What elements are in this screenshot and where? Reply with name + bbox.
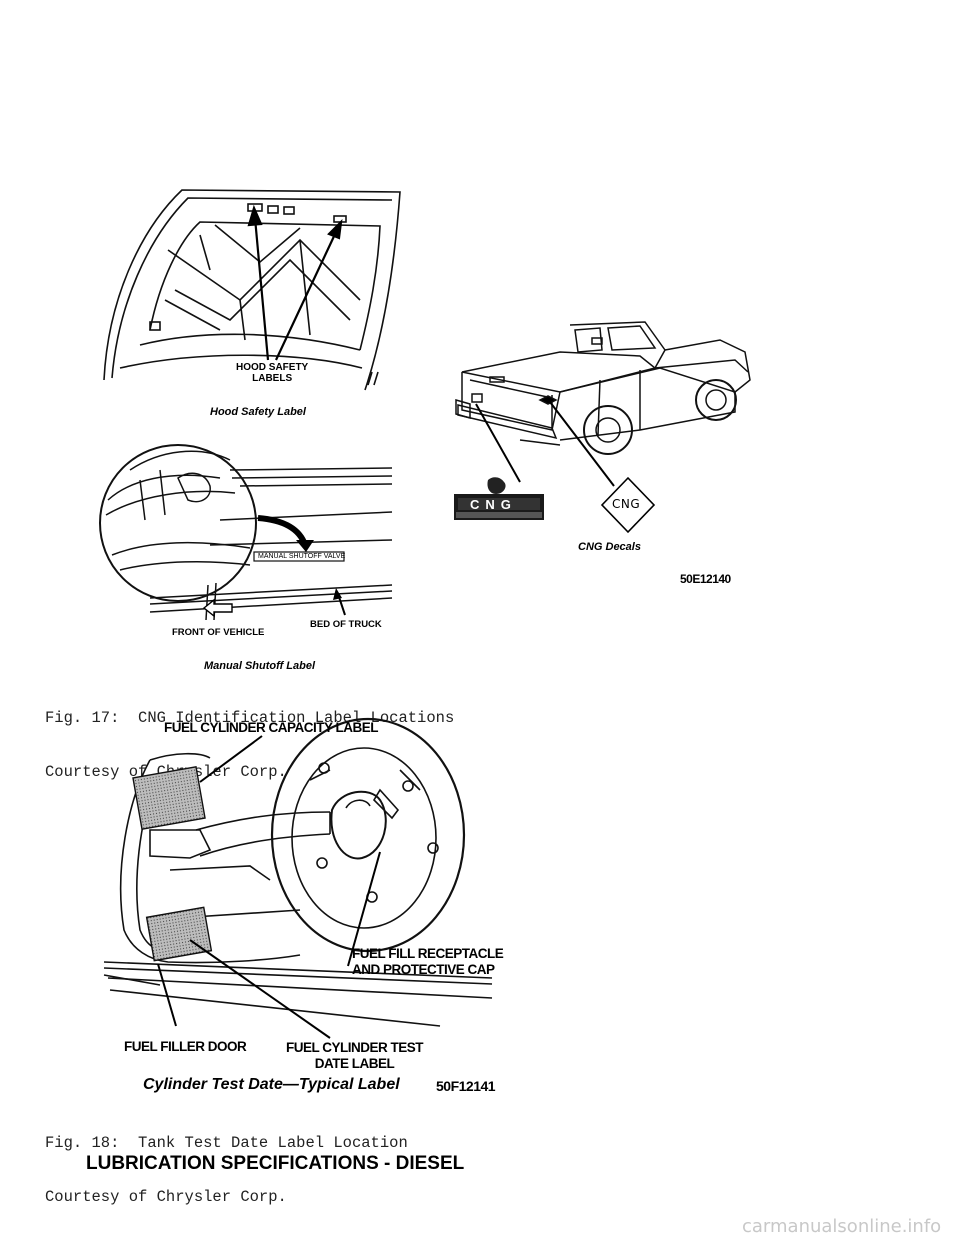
manual-shutoff-title: Manual Shutoff Label bbox=[204, 660, 316, 672]
fuel-cylinder-test-date-label: FUEL CYLINDER TEST DATE LABEL bbox=[286, 1040, 424, 1072]
cylinder-test-date-title: Cylinder Test Date—Typical Label bbox=[143, 1076, 400, 1093]
figure-18-caption-line2: Courtesy of Chrysler Corp. bbox=[45, 1188, 287, 1206]
cng-diamond-decal-text: CNG bbox=[612, 497, 641, 511]
bed-of-truck-label: BED OF TRUCK bbox=[310, 619, 382, 630]
fuel-fill-receptacle-label: FUEL FILL RECEPTACLE AND PROTECTIVE CAP bbox=[352, 946, 504, 978]
hood-callout-line1: HOOD SAFETY bbox=[236, 362, 309, 373]
figure-18-caption-line1: Fig. 18: Tank Test Date Label Location bbox=[45, 1134, 408, 1152]
front-of-vehicle-label: FRONT OF VEHICLE bbox=[172, 627, 265, 638]
figure-18-code: 50F12141 bbox=[436, 1078, 496, 1094]
figure-18-caption: Fig. 18: Tank Test Date Label Location C… bbox=[45, 1098, 408, 1242]
figure-17-caption-line2: Courtesy of Chrysler Corp. bbox=[45, 763, 287, 781]
watermark: carmanualsonline.info bbox=[742, 1216, 942, 1237]
fuel-cylinder-capacity-label: FUEL CYLINDER CAPACITY LABEL bbox=[164, 720, 379, 735]
receptacle-line2: AND PROTECTIVE CAP bbox=[352, 962, 495, 977]
cng-decals-title: CNG Decals bbox=[578, 541, 641, 553]
hood-safety-title: Hood Safety Label bbox=[210, 406, 306, 418]
fuel-filler-door-label: FUEL FILLER DOOR bbox=[124, 1039, 247, 1054]
figure-17-code: 50E12140 bbox=[680, 572, 731, 586]
test-line2: DATE LABEL bbox=[314, 1056, 395, 1071]
hood-callout-line2: LABELS bbox=[252, 373, 293, 384]
manual-shutoff-valve-label: MANUAL SHUTOFF VALVE bbox=[258, 553, 346, 560]
receptacle-line1: FUEL FILL RECEPTACLE bbox=[352, 946, 504, 961]
figure-17-caption: Fig. 17: CNG Identification Label Locati… bbox=[45, 673, 454, 817]
section-heading: LUBRICATION SPECIFICATIONS - DIESEL bbox=[86, 1153, 465, 1174]
cng-logo-decal-text: CNG bbox=[470, 497, 517, 512]
hood-safety-callout: HOOD SAFETY LABELS bbox=[236, 362, 308, 384]
test-line1: FUEL CYLINDER TEST bbox=[286, 1040, 424, 1055]
